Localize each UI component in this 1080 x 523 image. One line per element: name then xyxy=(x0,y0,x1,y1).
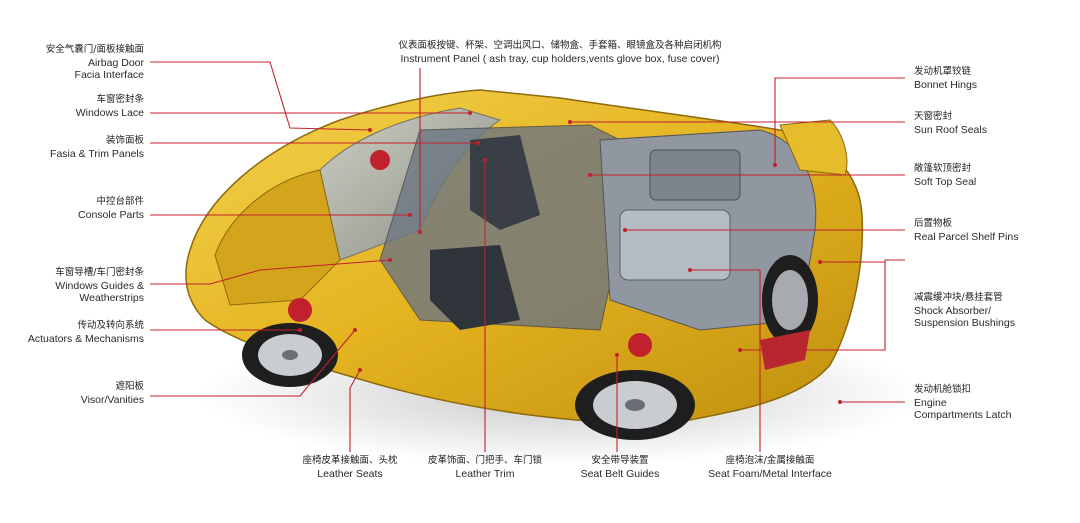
label-fascia-trim: 装饰面板 Fasia & Trim Panels xyxy=(0,135,144,160)
label-cn: 安全气囊门/面板接触面 xyxy=(45,44,144,55)
engine-block xyxy=(619,209,731,281)
label-instrument-panel: 仪表面板按键、杯架、空调出风口、储物盒、手套箱、眼镜盒及各种启闭机构 Instr… xyxy=(360,40,760,65)
rear-brake xyxy=(628,333,652,357)
label-cn: 车窗密封条 xyxy=(96,94,144,105)
label-cn: 发动机罩铰链 xyxy=(914,66,972,77)
label-en: Windows Guides & xyxy=(55,279,144,292)
front-brake xyxy=(288,298,312,322)
label-en: Seat Belt Guides xyxy=(580,467,660,480)
label-en: Visor/Vanities xyxy=(80,393,144,406)
label-en: Shock Absorber/ xyxy=(914,304,992,317)
label-cn: 敞篷软顶密封 xyxy=(914,163,972,174)
label-bonnet-hings: 发动机罩铰链 Bonnet Hings xyxy=(914,66,1074,91)
label-sun-roof: 天窗密封 Sun Roof Seals xyxy=(914,111,1074,136)
label-soft-top: 敞篷软顶密封 Soft Top Seal xyxy=(914,163,1074,188)
label-en: Windows Lace xyxy=(75,106,144,119)
label-windows-guides: 车窗导槽/车门密封条 Windows Guides & Weatherstrip… xyxy=(0,267,144,305)
label-en: Sun Roof Seals xyxy=(914,123,987,136)
label-seat-belt: 安全带导装置 Seat Belt Guides xyxy=(550,455,690,480)
leader-windows-guides xyxy=(150,259,391,285)
label-cn: 中控台部件 xyxy=(96,196,144,207)
seat-left xyxy=(470,135,540,230)
label-en: Airbag Door xyxy=(87,56,144,69)
label-shock-absorber: 减震缓冲块/悬挂套管 Shock Absorber/ Suspension Bu… xyxy=(914,292,1074,330)
label-cn: 发动机舱锁扣 xyxy=(914,384,972,395)
leader-seat-foam xyxy=(690,269,761,452)
label-cn: 仪表面板按键、杯架、空调出风口、储物盒、手套箱、眼镜盒及各种启闭机构 xyxy=(398,40,722,51)
label-en: Engine xyxy=(914,396,947,409)
label-cn: 座椅皮革接触面、头枕 xyxy=(302,455,398,466)
leader-visor xyxy=(150,329,356,397)
label-en: Console Parts xyxy=(78,208,144,221)
front-compartment xyxy=(214,169,341,306)
label-en2: Compartments Latch xyxy=(914,409,1012,421)
label-en2: Facia Interface xyxy=(74,69,144,81)
label-en: Instrument Panel ( ash tray, cup holders… xyxy=(400,52,720,65)
label-cn: 减震缓冲块/悬挂套管 xyxy=(914,292,1003,303)
label-cn: 遮阳板 xyxy=(115,381,144,392)
label-leather-seats: 座椅皮革接触面、头枕 Leather Seats xyxy=(280,455,420,480)
rear-right-wheel xyxy=(762,255,818,345)
seat-right xyxy=(430,245,520,330)
label-cn: 天窗密封 xyxy=(914,111,953,122)
label-en2: Suspension Bushings xyxy=(914,317,1015,329)
front-wheel xyxy=(242,323,338,387)
leader-lines xyxy=(150,61,905,452)
leader-shock xyxy=(740,259,905,351)
label-engine-latch: 发动机舱锁扣 Engine Compartments Latch xyxy=(914,384,1074,422)
leader-dots xyxy=(298,111,842,404)
leader-bonnet xyxy=(774,77,905,165)
label-en2: Weatherstrips xyxy=(79,292,144,304)
label-en: Seat Foam/Metal Interface xyxy=(708,467,832,480)
label-cn: 座椅泡沫/金属接触面 xyxy=(725,455,815,466)
leader-airbag xyxy=(150,61,371,131)
label-actuators: 传动及转向系统 Actuators & Mechanisms xyxy=(0,320,144,345)
label-cn: 车窗导槽/车门密封条 xyxy=(55,267,144,278)
label-visor: 遮阳板 Visor/Vanities xyxy=(0,381,144,406)
label-cn: 装饰面板 xyxy=(105,135,144,146)
label-en: Actuators & Mechanisms xyxy=(27,332,144,345)
label-en: Soft Top Seal xyxy=(914,175,977,188)
label-en: Leather Trim xyxy=(455,467,515,480)
leader-leather-seats xyxy=(349,369,361,452)
label-en: Leather Seats xyxy=(317,467,383,480)
label-en: Bonnet Hings xyxy=(914,78,978,91)
label-console-parts: 中控台部件 Console Parts xyxy=(0,196,144,221)
label-windows-lace: 车窗密封条 Windows Lace xyxy=(0,94,144,119)
label-cn: 安全带导装置 xyxy=(591,455,649,466)
label-en: Real Parcel Shelf Pins xyxy=(914,230,1019,243)
label-parcel-shelf: 后置物板 Real Parcel Shelf Pins xyxy=(914,218,1074,243)
label-airbag-door: 安全气囊门/面板接触面 Airbag Door Facia Interface xyxy=(0,44,144,82)
label-en: Fasia & Trim Panels xyxy=(50,147,144,160)
label-cn: 传动及转向系统 xyxy=(77,320,144,331)
label-seat-foam: 座椅泡沫/金属接触面 Seat Foam/Metal Interface xyxy=(680,455,860,480)
label-cn: 皮革饰面、门把手、车门锁 xyxy=(427,455,542,466)
label-cn: 后置物板 xyxy=(914,218,953,229)
label-leather-trim: 皮革饰面、门把手、车门锁 Leather Trim xyxy=(415,455,555,480)
rear-wheel xyxy=(575,370,695,440)
shock-mount xyxy=(370,150,390,170)
